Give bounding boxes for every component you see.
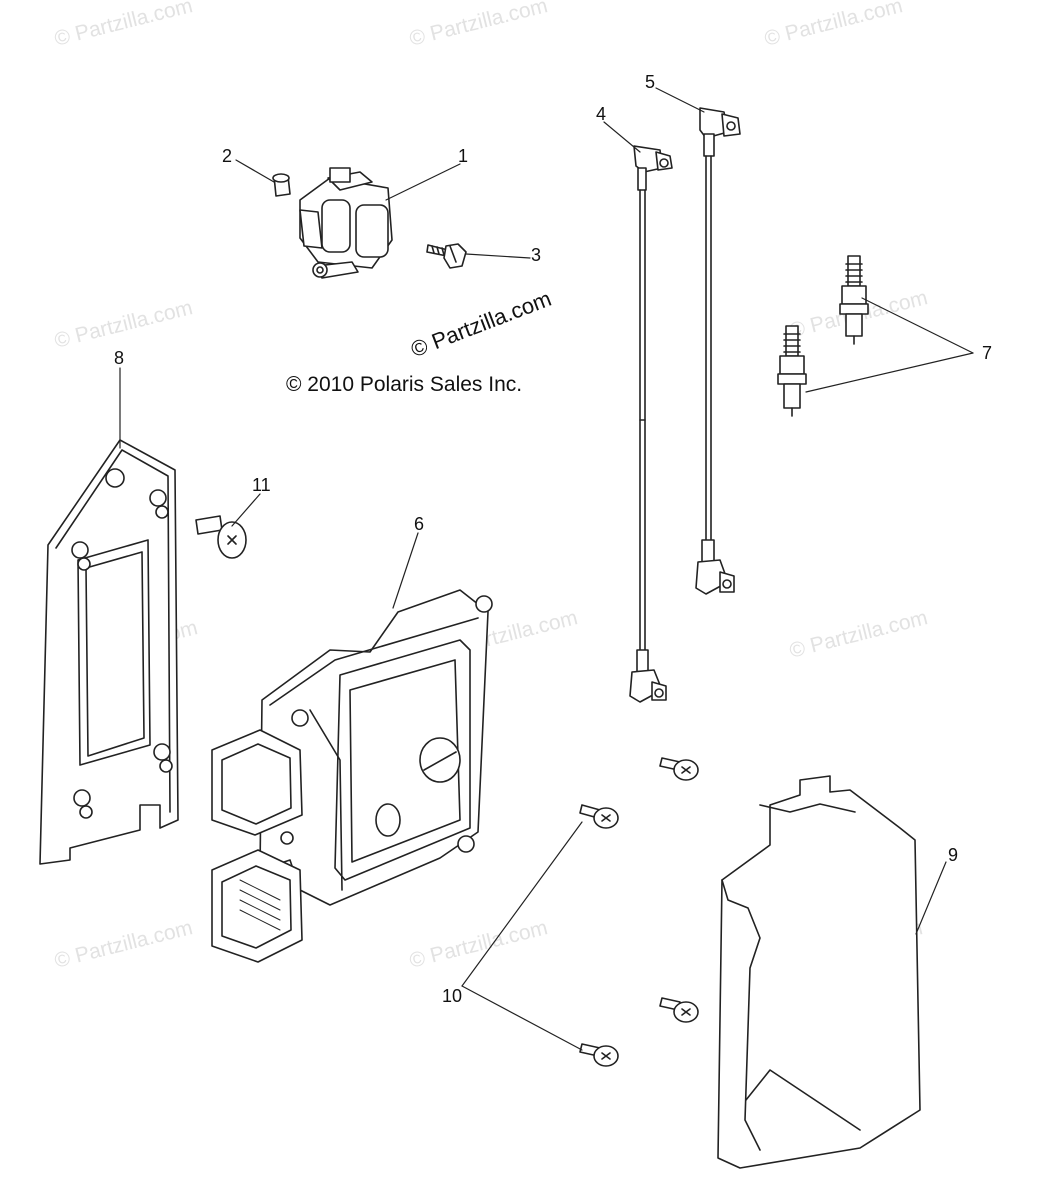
part-8-mounting-bracket: [39, 439, 179, 865]
part-2-spacer: [272, 173, 291, 197]
callout-3: 3: [531, 245, 542, 265]
part-10-screw-a: [579, 804, 619, 829]
callout-8: 8: [114, 348, 125, 368]
part-7-spark-plug-lower: [777, 325, 807, 417]
part-4-spark-plug-wire: [629, 145, 673, 703]
callout-1: 1: [458, 146, 469, 166]
callout-11: 11: [252, 475, 271, 495]
leader-lines: [119, 87, 974, 1051]
callout-9: 9: [948, 845, 959, 865]
part-11-screw: [195, 515, 247, 559]
part-10-screw-b: [659, 757, 699, 781]
callout-6: 6: [414, 514, 425, 534]
callout-4: 4: [596, 104, 607, 124]
callout-2: 2: [222, 146, 233, 166]
callout-5: 5: [645, 72, 656, 92]
part-10-screw-d: [579, 1043, 619, 1067]
part-9-cover: [717, 775, 921, 1169]
polaris-copyright: © 2010 Polaris Sales Inc.: [286, 373, 523, 396]
part-6-ecu: [211, 589, 493, 963]
part-3-bolt: [426, 243, 467, 269]
callout-7: 7: [982, 343, 993, 363]
part-1-ignition-coil: [299, 167, 393, 279]
callout-10: 10: [442, 986, 463, 1006]
part-7-spark-plug-upper: [839, 255, 869, 345]
part-10-screw-c: [659, 997, 699, 1023]
part-5-spark-plug-wire: [695, 107, 741, 595]
